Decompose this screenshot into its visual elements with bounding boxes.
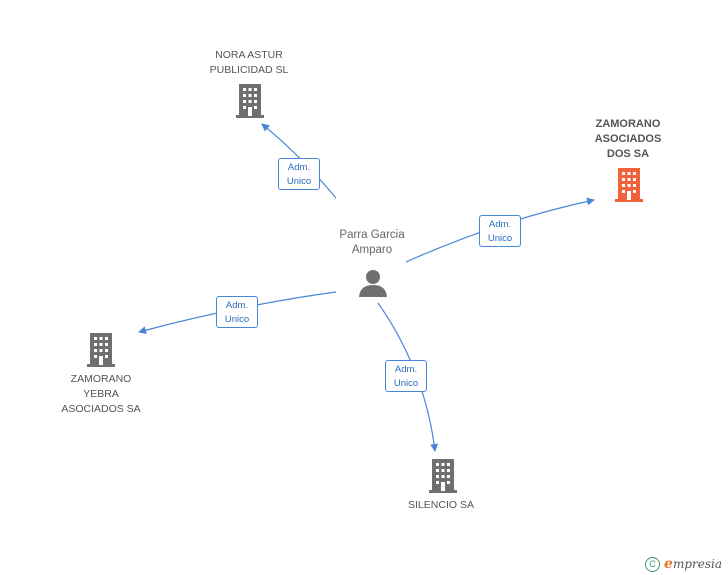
company-label-zamorano-dos[interactable]: ZAMORANO ASOCIADOS DOS SA bbox=[594, 118, 662, 160]
brand-logo[interactable]: empresia bbox=[664, 556, 722, 572]
relation-role: Adm. bbox=[287, 162, 311, 173]
person-icon[interactable] bbox=[358, 268, 388, 298]
relation-badge-zamorano-yebra[interactable]: Adm. Unico bbox=[216, 296, 258, 328]
person-name-label: Parra Garcia Amparo bbox=[339, 229, 405, 256]
building-icon[interactable] bbox=[235, 84, 265, 118]
relation-role-detail: Unico bbox=[393, 378, 419, 389]
building-icon[interactable] bbox=[428, 459, 458, 493]
relation-role: Adm. bbox=[488, 219, 512, 230]
relation-role: Adm. bbox=[225, 300, 249, 311]
relation-badge-silencio[interactable]: Adm. Unico bbox=[385, 360, 427, 392]
relation-role-detail: Unico bbox=[224, 314, 250, 325]
relation-badge-zamorano-dos[interactable]: Adm. Unico bbox=[479, 215, 521, 247]
company-label-nora[interactable]: NORA ASTUR PUBLICIDAD SL bbox=[209, 49, 289, 76]
relation-role-detail: Unico bbox=[286, 176, 312, 187]
relation-role-detail: Unico bbox=[487, 233, 513, 244]
relation-role: Adm. bbox=[394, 364, 418, 375]
company-label-silencio[interactable]: SILENCIO SA bbox=[408, 499, 474, 511]
building-icon[interactable] bbox=[614, 168, 644, 202]
relation-badge-nora[interactable]: Adm. Unico bbox=[278, 158, 320, 190]
footer-brand: C empresia bbox=[645, 556, 722, 572]
company-label-zamorano-yebra[interactable]: ZAMORANO YEBRA ASOCIADOS SA bbox=[61, 373, 141, 415]
copyright-icon: C bbox=[645, 556, 661, 572]
building-icon[interactable] bbox=[86, 333, 116, 367]
